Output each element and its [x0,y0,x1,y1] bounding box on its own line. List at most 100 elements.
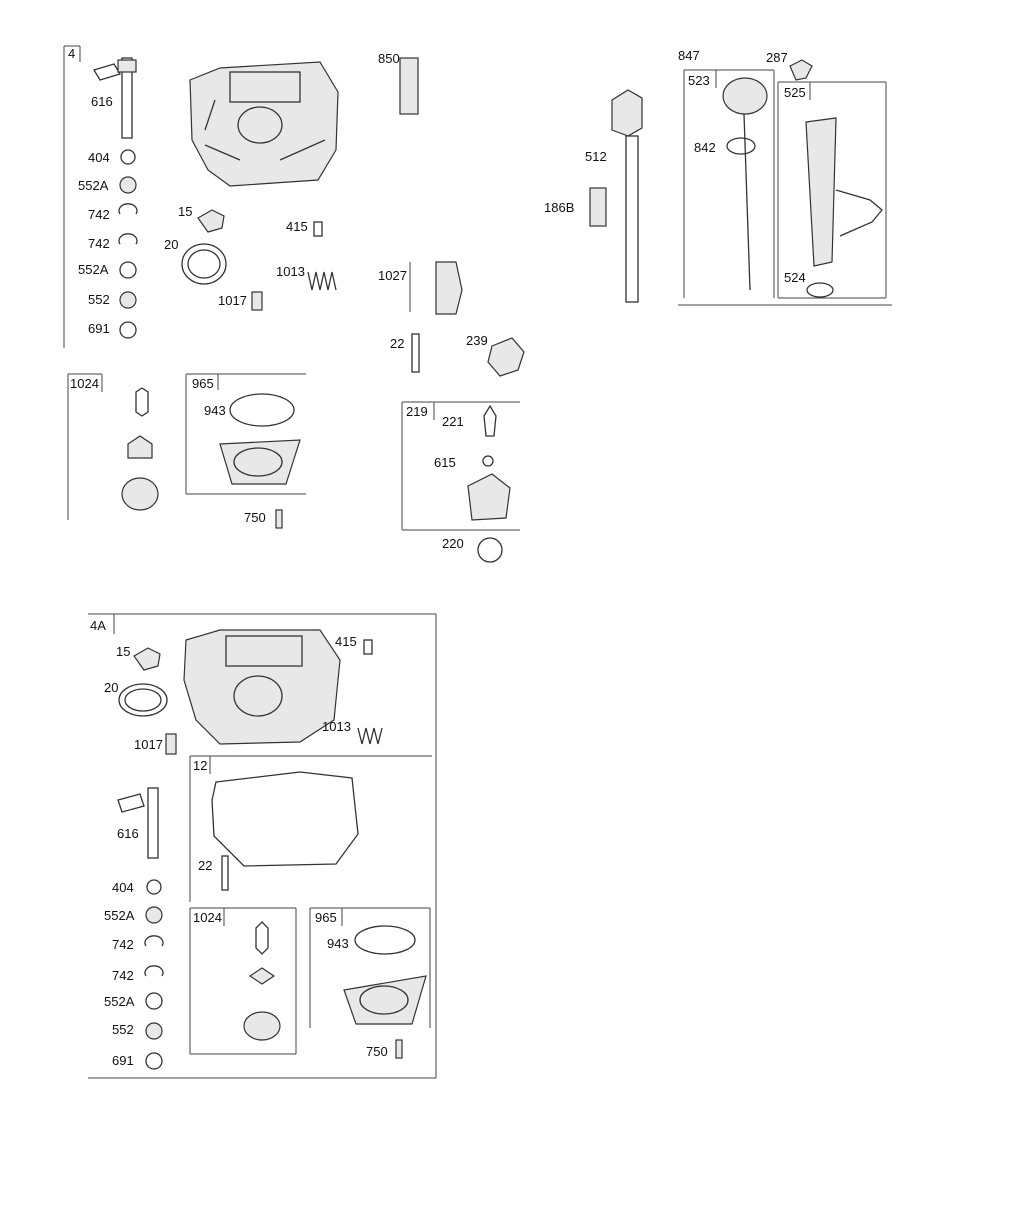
governor-cup-4a-part [248,967,276,985]
washer-404-4a-part [146,879,162,895]
tube-head-512-part [611,89,643,137]
seal-186b-part [589,187,607,227]
seal-552a-4a-part-2 [145,992,163,1010]
o-ring-524-part [806,282,834,298]
part-label-1013-4a: 1013 [322,719,351,734]
spacer-220-part [477,537,503,563]
dipstick-cap-part [722,77,768,115]
nut-691-4a-part [145,1052,163,1070]
washer-404-part [120,149,136,165]
part-label-1027: 1027 [378,268,407,283]
part-label-742: 742 [88,207,110,222]
part-label-186b: 186B [544,200,574,215]
group-label-525: 525 [784,85,806,100]
part-label-552a-2: 552A [78,262,109,277]
gasket-plate-4a-part [343,975,427,1025]
part-label-742-4a: 742 [112,937,134,952]
governor-gear-219-part [467,473,511,521]
washer-615-part [482,455,494,467]
group-label-12: 12 [193,758,207,773]
governor-shaft-part [93,57,137,139]
part-label-20-4a: 20 [104,680,118,695]
group-label-965: 965 [192,376,214,391]
part-label-524: 524 [784,270,806,285]
group-label-847: 847 [678,48,700,63]
o-ring-842-part [726,137,756,155]
group-label-4a: 4A [90,618,106,633]
pump-239-part [487,337,525,377]
part-label-552a: 552A [78,178,109,193]
part-label-691-4a: 691 [112,1053,134,1068]
seal-552a-4a-part [145,906,163,924]
part-label-221: 221 [442,414,464,429]
pin-415-4a-part [363,639,373,655]
gear-552-part [119,291,137,309]
oil-seal-20-part [181,243,227,285]
part-label-1017: 1017 [218,293,247,308]
group-965: 965 943 [185,373,306,495]
part-label-552: 552 [88,292,110,307]
dipstick-rod-part [743,113,751,291]
part-label-404: 404 [88,150,110,165]
screw-750-part [275,509,283,529]
part-label-691: 691 [88,321,110,336]
seal-552a-part [119,176,137,194]
screw-750-4a-part [395,1039,403,1059]
part-label-1017-4a: 1017 [134,737,163,752]
breather-850-part [399,57,419,115]
crankcase-4a-part [183,629,341,745]
group-label-965-4a: 965 [315,910,337,925]
pin-415-part [313,221,323,237]
clip-742-part-2 [118,233,138,245]
part-label-615: 615 [434,455,456,470]
part-label-22: 22 [390,336,404,351]
group-label-1024-4a: 1024 [193,910,222,925]
part-label-415: 415 [286,219,308,234]
dipstick-tube-part [625,135,639,303]
governor-shaft-4a-part [117,793,145,813]
part-label-842: 842 [694,140,716,155]
part-label-616: 616 [91,94,113,109]
o-ring-943-4a-part [354,925,416,955]
bolt-22-4a-part [221,855,229,891]
group-label-4: 4 [68,46,75,61]
group-4: 4 616 404 552A 742 742 552A 552 691 [63,45,339,348]
governor-arm-4a-part [255,921,269,955]
cover-15-part [197,209,225,233]
part-label-287: 287 [766,50,788,65]
part-label-22-4a: 22 [198,858,212,873]
middle-parts: 850 1027 22 239 [378,51,525,377]
part-label-742-2: 742 [88,236,110,251]
part-label-943-4a: 943 [327,936,349,951]
group-4a: 4A 15 415 20 1013 1017 12 22 616 404 552… [88,613,437,1079]
cover-15-4a-part [133,647,161,671]
valve-221-part [483,404,497,437]
group-1024: 1024 [67,373,159,520]
seal-552a-part-2 [119,261,137,279]
o-ring-943-part [229,393,295,427]
clip-742-4a-part-2 [144,965,164,977]
governor-gear-part [121,477,159,511]
filter-1027-part [435,261,463,315]
bolt-22-part [411,333,420,373]
part-label-552-4a: 552 [112,1022,134,1037]
clip-742-part [118,203,138,215]
part-label-15: 15 [178,204,192,219]
part-label-512: 512 [585,149,607,164]
crankcase-part [189,61,339,187]
part-label-15-4a: 15 [116,644,130,659]
part-label-239: 239 [466,333,488,348]
governor-arm-part [135,387,149,417]
group-label-523: 523 [688,73,710,88]
nut-691-part [119,321,137,339]
part-label-552a-4a: 552A [104,908,135,923]
oil-fill-tube-part [805,117,837,267]
part-label-1013: 1013 [276,264,305,279]
part-label-750-4a: 750 [366,1044,388,1059]
spring-1013-4a-part [357,727,383,745]
part-label-20: 20 [164,237,178,252]
part-label-404-4a: 404 [112,880,134,895]
group-847: 847 287 523 842 525 524 [678,48,892,306]
part-label-742-4a-2: 742 [112,968,134,983]
spring-1013-part [307,271,337,291]
